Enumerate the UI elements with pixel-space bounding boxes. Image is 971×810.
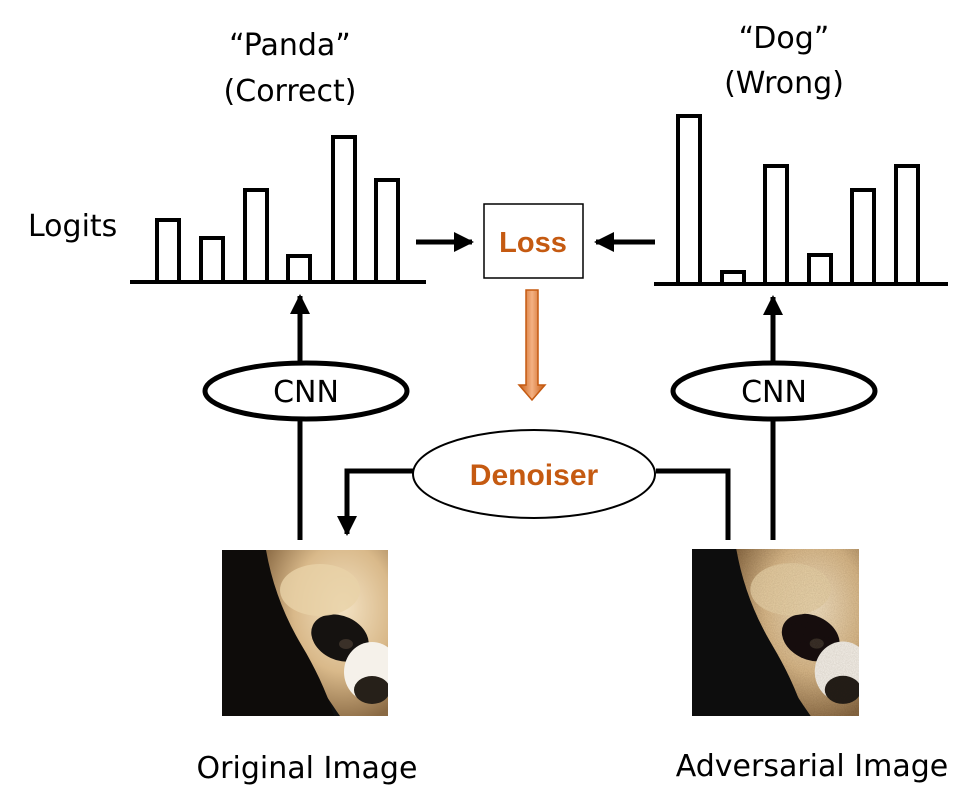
adversarial-logit-bar-1 — [676, 114, 702, 286]
original-image-caption: Original Image — [197, 751, 418, 786]
original-image — [222, 530, 400, 716]
adversarial-logit-bar-3 — [763, 164, 789, 286]
denoiser-input-line — [656, 468, 731, 540]
cnn-left-label: CNN — [273, 375, 339, 410]
loss-to-denoiser-arrow — [517, 289, 547, 402]
cnn-right-label: CNN — [741, 375, 807, 410]
original-logit-bar-5 — [331, 135, 357, 284]
adversarial-logit-bar-6 — [894, 164, 920, 286]
original-logit-bar-2 — [199, 236, 225, 284]
denoiser-label: Denoiser — [470, 459, 599, 492]
adversarial-image-caption: Adversarial Image — [676, 749, 948, 784]
adversarial-image — [692, 529, 871, 716]
cnn-right-node — [670, 360, 878, 422]
adversarial-correctness-label: (Wrong) — [724, 66, 844, 101]
loss-box — [483, 203, 584, 279]
original-logit-bar-4 — [286, 254, 312, 284]
adversarial-logits-chart — [676, 114, 920, 286]
original-correctness-label: (Correct) — [224, 74, 357, 109]
logits-label: Logits — [28, 209, 117, 244]
denoiser-output-arrow — [337, 468, 413, 536]
loss-label: Loss — [499, 227, 567, 259]
original-logit-bar-3 — [243, 188, 269, 284]
adversarial-class-label: “Dog” — [739, 21, 830, 56]
adversarial-logit-bar-5 — [850, 188, 876, 286]
denoiser-node — [412, 429, 656, 519]
original-logit-bar-6 — [374, 178, 400, 284]
original-logit-bar-1 — [155, 218, 181, 284]
cnn-left-node — [202, 360, 410, 422]
adversarial-logit-bar-4 — [807, 253, 833, 286]
original-logits-chart — [155, 135, 400, 284]
original-class-label: “Panda” — [229, 28, 351, 63]
